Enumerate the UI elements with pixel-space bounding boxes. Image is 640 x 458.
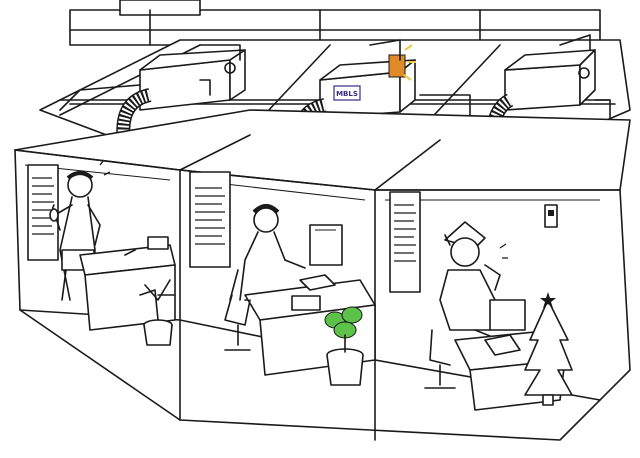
christmas-tree bbox=[524, 292, 573, 406]
middle-wall-notice bbox=[189, 171, 231, 268]
computer-monitor bbox=[309, 224, 343, 266]
ac-unit-center: MBLS bbox=[319, 44, 416, 119]
keyboard bbox=[299, 274, 336, 291]
pipe bbox=[419, 94, 471, 121]
document bbox=[489, 299, 526, 331]
left-desk bbox=[79, 236, 176, 331]
thermostat-panel bbox=[388, 54, 406, 78]
hot-office-worker bbox=[27, 159, 111, 301]
office-chair-middle bbox=[224, 294, 251, 351]
pipe bbox=[59, 84, 141, 111]
cubicle-frames bbox=[14, 149, 631, 441]
brand-badge-label: MBLS bbox=[336, 90, 358, 98]
desk-phone bbox=[291, 295, 321, 311]
brand-badge bbox=[333, 85, 361, 101]
desk-worker bbox=[229, 204, 306, 301]
desk-phone bbox=[484, 334, 521, 356]
thermostat bbox=[544, 204, 558, 228]
ac-unit-right bbox=[504, 49, 596, 111]
office-chair-right bbox=[424, 329, 456, 389]
glow-lines bbox=[403, 44, 416, 81]
cold-office-worker bbox=[439, 221, 508, 341]
right-wall-notice bbox=[389, 191, 421, 293]
middle-plant bbox=[324, 306, 364, 386]
ac-unit-left bbox=[139, 49, 246, 111]
left-plant bbox=[139, 279, 176, 346]
